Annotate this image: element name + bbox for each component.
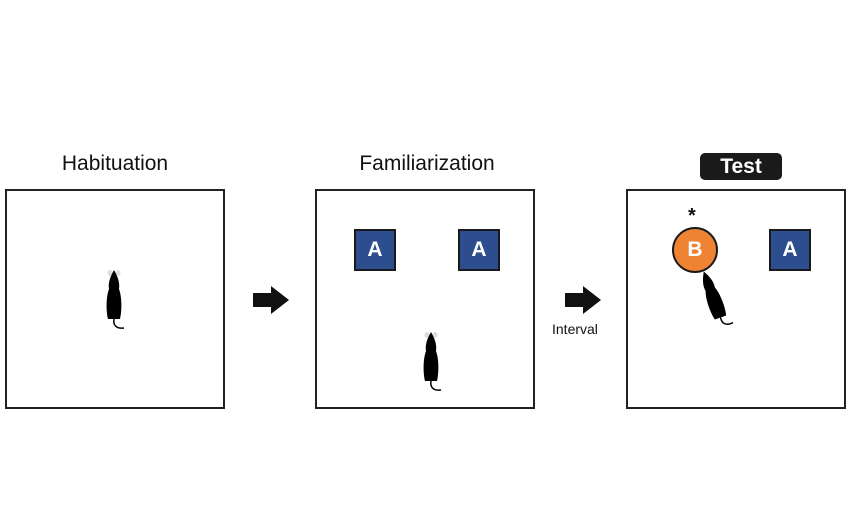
habituation-title: Habituation — [61, 152, 169, 175]
preference-asterisk: * — [688, 205, 696, 227]
test-arena: * B A — [626, 189, 846, 409]
test-title-badge: Test — [700, 153, 782, 180]
mouse-icon — [423, 332, 442, 391]
interval-label: Interval — [552, 321, 598, 337]
familiarization-arena: A A — [315, 189, 535, 409]
familiar-object: A — [769, 229, 811, 271]
familiar-object-right: A — [458, 229, 500, 271]
mouse-icon — [702, 271, 734, 325]
right-arrow-icon — [565, 286, 601, 314]
mouse-icon — [106, 270, 125, 329]
familiarization-title: Familiarization — [359, 152, 495, 175]
right-arrow-icon — [253, 286, 289, 314]
habituation-arena — [5, 189, 225, 409]
novel-object: B — [672, 227, 718, 273]
familiar-object-left: A — [354, 229, 396, 271]
